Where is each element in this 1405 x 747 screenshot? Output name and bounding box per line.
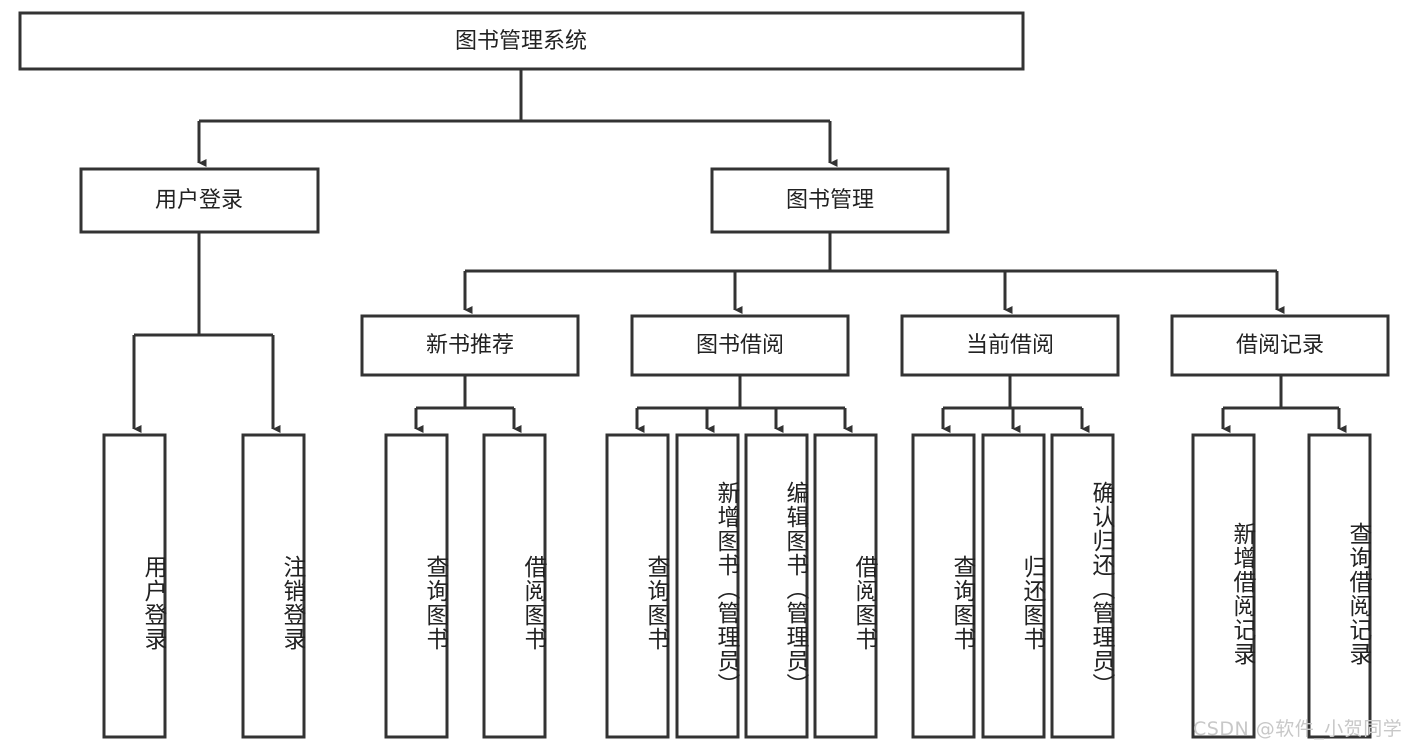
- leaf-rect-return-book[interactable]: [981, 433, 1046, 739]
- node-book-management-label: 图书管理: [786, 188, 874, 213]
- leaf-rect-add-record[interactable]: [1191, 433, 1256, 739]
- leaf-rect-edit-book[interactable]: [744, 433, 809, 739]
- node-new-book-recommend[interactable]: 新书推荐: [360, 314, 580, 377]
- watermark-text: CSDN @软件_小贺同学: [1193, 718, 1403, 740]
- node-borrow-record-rect[interactable]: [1170, 314, 1390, 377]
- node-new-book-recommend-label: 新书推荐: [426, 333, 514, 358]
- node-book-borrow[interactable]: 图书借阅: [630, 314, 850, 377]
- node-book-management[interactable]: 图书管理: [710, 167, 950, 234]
- node-book-borrow-rect[interactable]: [630, 314, 850, 377]
- connectors: [132, 69, 1347, 433]
- leaf-rect-user-login[interactable]: [102, 433, 167, 739]
- leaf-rect-query-book-nbr[interactable]: [384, 433, 449, 739]
- leaf-rect-query-book-cb[interactable]: [911, 433, 976, 739]
- leaf-rect-borrow-book-nbr[interactable]: [482, 433, 547, 739]
- node-current-borrow-label: 当前借阅: [966, 333, 1054, 358]
- node-new-book-recommend-rect[interactable]: [360, 314, 580, 377]
- leaf-rect-logout[interactable]: [241, 433, 306, 739]
- leaf-rect-query-book-bb[interactable]: [605, 433, 670, 739]
- leaf-rect-query-record[interactable]: [1307, 433, 1372, 739]
- node-user-login-label: 用户登录: [155, 188, 243, 213]
- node-borrow-record[interactable]: 借阅记录: [1170, 314, 1390, 377]
- node-current-borrow-rect[interactable]: [900, 314, 1120, 377]
- leaf-boxes[interactable]: [102, 433, 1372, 739]
- node-book-management-rect[interactable]: [710, 167, 950, 234]
- node-user-login-rect[interactable]: [79, 167, 320, 234]
- node-user-login[interactable]: 用户登录: [79, 167, 320, 234]
- node-current-borrow[interactable]: 当前借阅: [900, 314, 1120, 377]
- leaf-rect-confirm-return[interactable]: [1050, 433, 1115, 739]
- leaf-rect-borrow-book-bb[interactable]: [813, 433, 878, 739]
- leaf-rect-add-book[interactable]: [675, 433, 740, 739]
- node-root[interactable]: 图书管理系统: [18, 11, 1025, 71]
- node-root-label: 图书管理系统: [455, 29, 587, 54]
- node-book-borrow-label: 图书借阅: [696, 333, 784, 358]
- node-root-rect[interactable]: [18, 11, 1025, 71]
- node-borrow-record-label: 借阅记录: [1236, 333, 1324, 358]
